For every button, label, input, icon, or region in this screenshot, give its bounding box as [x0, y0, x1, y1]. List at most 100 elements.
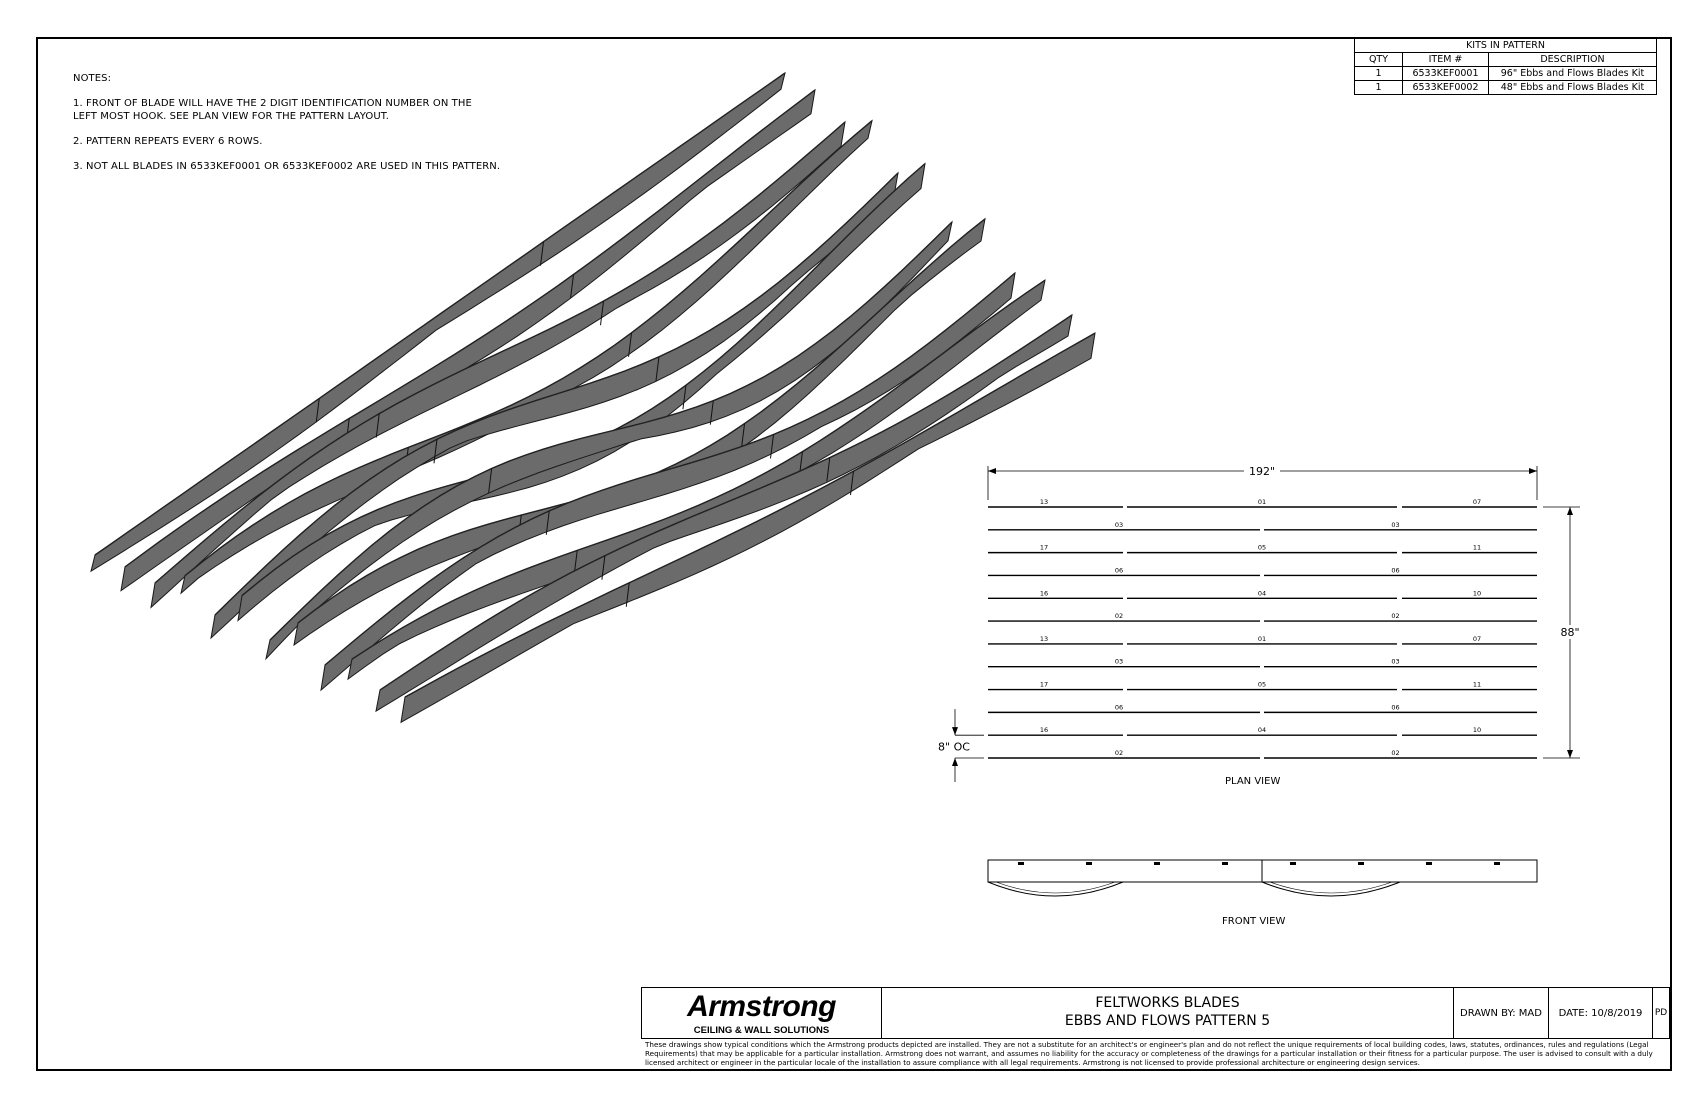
plan-blade-id: 03	[1391, 658, 1399, 666]
title-block: Armstrong CEILING & WALL SOLUTIONS FELTW…	[641, 987, 1670, 1069]
isometric-view	[90, 71, 1096, 724]
plan-blade-id: 02	[1391, 749, 1399, 757]
plan-blade-id: 06	[1391, 703, 1399, 711]
front-hook-marker	[1222, 862, 1228, 865]
blade-edge-11	[379, 314, 1073, 691]
blade-joint	[488, 468, 493, 493]
front-view-caption: FRONT VIEW	[1222, 916, 1286, 927]
front-hook-marker	[1154, 862, 1160, 865]
note-1: 1. FRONT OF BLADE WILL HAVE THE 2 DIGIT …	[73, 98, 472, 122]
plan-blade-id: 11	[1473, 681, 1481, 689]
notes-heading: NOTES:	[73, 73, 112, 84]
blade-edge-12	[404, 332, 1096, 698]
drawing-border	[36, 37, 1672, 1071]
armstrong-logo: Armstrong CEILING & WALL SOLUTIONS	[641, 987, 882, 1039]
blade-joint	[315, 398, 320, 423]
plan-blade-id: 02	[1391, 612, 1399, 620]
arrow-down-icon	[952, 727, 958, 736]
blade-edge-1	[94, 72, 786, 556]
plan-blade-id: 17	[1040, 681, 1048, 689]
plan-blade-id: 02	[1115, 749, 1123, 757]
notes-block: NOTES: 1. FRONT OF BLADE WILL HAVE THE 2…	[73, 72, 500, 185]
arrow-up-icon	[952, 758, 958, 766]
blade-joint	[540, 241, 544, 266]
blade-joint	[570, 274, 574, 299]
kits-row: 1 6533KEF0002 48" Ebbs and Flows Blades …	[1354, 80, 1657, 95]
front-view	[987, 859, 1538, 897]
front-hook-marker	[1426, 862, 1432, 865]
plan-blade-id: 16	[1040, 589, 1048, 597]
blade-edge-5	[214, 172, 899, 616]
blade-joint	[375, 413, 380, 438]
plan-blade-id: 13	[1040, 498, 1048, 506]
arrow-left-icon	[988, 468, 996, 474]
plan-blade-id: 04	[1258, 726, 1266, 734]
note-2: 2. PATTERN REPEATS EVERY 6 ROWS.	[73, 136, 263, 147]
plan-blade-id: 05	[1258, 681, 1266, 689]
plan-view: 192" 88" 13 01 07 03 03 17 05 11 06 06 16 04 10 02 02 13 0…	[936, 464, 1582, 782]
logo-subtitle: CEILING & WALL SOLUTIONS	[693, 1025, 830, 1036]
plan-blade-id: 03	[1115, 658, 1123, 666]
plan-blade-id: 17	[1040, 544, 1048, 552]
plan-blade-id: 11	[1473, 544, 1481, 552]
plan-blade-id: 06	[1115, 703, 1123, 711]
blade-joint	[826, 457, 831, 482]
front-wave-curve	[1261, 881, 1401, 897]
disclaimer-text: These drawings show typical conditions w…	[645, 1040, 1653, 1067]
front-wave-curve	[1269, 881, 1393, 894]
arrow-up-icon	[1567, 507, 1573, 515]
blade-joint	[741, 423, 746, 448]
plan-blade-id: 07	[1473, 635, 1481, 643]
plan-blade-id: 04	[1258, 589, 1266, 597]
title-line-1: FELTWORKS BLADES	[1095, 995, 1240, 1011]
front-hook-marker	[1358, 862, 1364, 865]
front-hook-marker	[1290, 862, 1296, 865]
plan-blade-id: 13	[1040, 635, 1048, 643]
front-hook-marker	[1086, 862, 1092, 865]
front-wave-curve	[995, 881, 1116, 894]
drawing-date: DATE: 10/8/2019	[1549, 987, 1653, 1039]
kits-table: KITS IN PATTERN QTY ITEM # DESCRIPTION 1…	[1354, 38, 1657, 95]
kits-cell: 48" Ebbs and Flows Blades Kit	[1488, 80, 1657, 95]
logo-wordmark: Armstrong	[687, 990, 836, 1023]
blade-edge-2	[124, 89, 816, 568]
plan-blade-id: 01	[1258, 635, 1266, 643]
width-dimension-label: 192"	[1249, 465, 1275, 478]
height-label-bg	[1558, 625, 1582, 639]
blade-joint	[601, 555, 606, 580]
spacing-dimension-label: 8" OC	[938, 741, 970, 754]
blade-joint	[600, 301, 604, 326]
front-wave-curve	[987, 881, 1124, 897]
blade-joint	[655, 356, 660, 381]
plan-blade-id: 01	[1258, 498, 1266, 506]
plan-blade-id: 05	[1258, 544, 1266, 552]
plan-view-caption: PLAN VIEW	[1225, 776, 1281, 787]
note-3: 3. NOT ALL BLADES IN 6533KEF0001 OR 6533…	[73, 161, 501, 172]
blade-edge-3	[154, 121, 846, 584]
arrow-down-icon	[1567, 750, 1573, 758]
plan-blade-id: 03	[1115, 521, 1123, 529]
blade-joint	[625, 582, 630, 607]
height-dimension-label: 88"	[1560, 626, 1579, 639]
oc-label-bg	[936, 739, 972, 754]
blade-edge-10	[351, 279, 1046, 660]
plan-blade-id: 10	[1473, 726, 1481, 734]
blade-edge-7	[269, 221, 953, 641]
plan-blade-id: 02	[1115, 612, 1123, 620]
drawing-title: FELTWORKS BLADES EBBS AND FLOWS PATTERN …	[882, 987, 1454, 1039]
kits-row: 1 6533KEF0001 96" Ebbs and Flows Blades …	[1354, 66, 1657, 81]
front-hook-marker	[1494, 862, 1500, 865]
plan-blade-id: 07	[1473, 498, 1481, 506]
blade-edge-9	[324, 272, 1016, 666]
plan-blade-id: 06	[1391, 566, 1399, 574]
blade-joint	[770, 434, 774, 459]
plan-blade-id: 06	[1115, 566, 1123, 574]
plan-blade-id: 10	[1473, 589, 1481, 597]
drawn-by: DRAWN BY: MAD	[1454, 987, 1549, 1039]
blade-joint	[709, 400, 714, 425]
sheet-code: PD	[1653, 987, 1670, 1039]
arrow-right-icon	[1529, 468, 1537, 474]
blade-joint	[545, 510, 550, 535]
blade-joint	[850, 471, 854, 496]
